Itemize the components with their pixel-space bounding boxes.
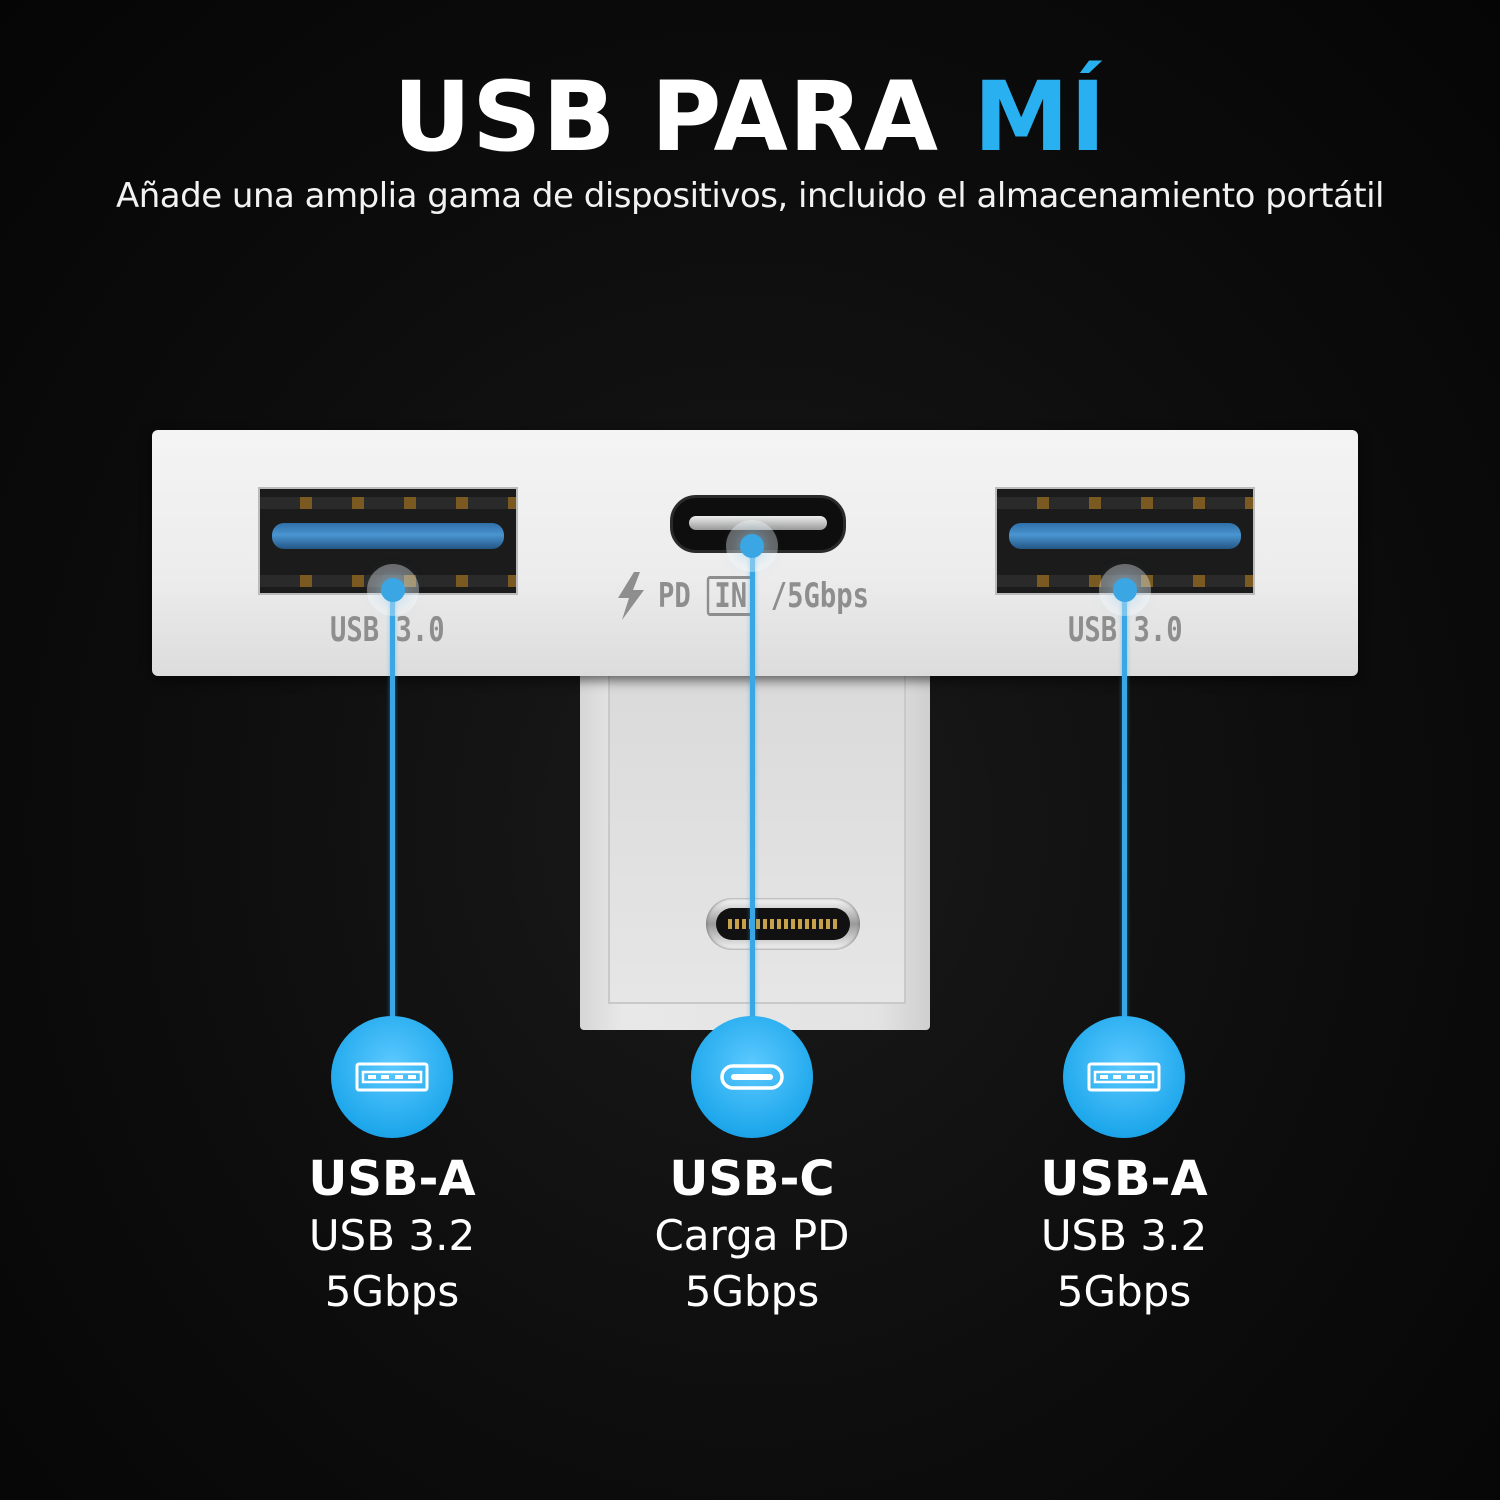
title-accent: MÍ bbox=[973, 61, 1107, 173]
port-spec: USB 3.2 bbox=[308, 1211, 476, 1260]
port-name: USB-A bbox=[1040, 1151, 1208, 1207]
port-name: USB-A bbox=[308, 1151, 476, 1207]
port-speed: 5Gbps bbox=[324, 1267, 460, 1316]
usb-c-plug-core bbox=[716, 908, 850, 940]
port-info-right: USB-A USB 3.2 5Gbps bbox=[974, 1150, 1274, 1320]
print-pd: PD bbox=[658, 576, 691, 616]
usb-a-port-left bbox=[258, 487, 518, 595]
port-speed: 5Gbps bbox=[1056, 1267, 1192, 1316]
port-speed: 5Gbps bbox=[684, 1267, 820, 1316]
port-spec: USB 3.2 bbox=[1040, 1211, 1208, 1260]
callout-dot-center bbox=[740, 534, 764, 558]
callout-dot-left bbox=[381, 578, 405, 602]
port-contacts bbox=[260, 497, 516, 509]
lightning-icon bbox=[618, 572, 644, 620]
hub-clip-inner bbox=[608, 676, 906, 1004]
usb-c-plug bbox=[706, 898, 860, 950]
print-usb30-left: USB 3.0 bbox=[330, 610, 445, 650]
print-speed: /5Gbps bbox=[770, 576, 869, 616]
port-tongue bbox=[689, 516, 827, 530]
port-name: USB-C bbox=[669, 1151, 835, 1207]
port-info-left: USB-A USB 3.2 5Gbps bbox=[242, 1150, 542, 1320]
callout-line-center bbox=[750, 545, 755, 1020]
page-title: USB PARA MÍ bbox=[0, 62, 1500, 172]
usb-a-icon bbox=[331, 1016, 453, 1138]
port-tongue bbox=[272, 523, 504, 549]
port-tongue bbox=[1009, 523, 1241, 549]
usb-c-plug-pins bbox=[728, 919, 838, 929]
port-contacts bbox=[997, 497, 1253, 509]
callout-line-right bbox=[1122, 590, 1127, 1020]
port-info-center: USB-C Carga PD 5Gbps bbox=[602, 1150, 902, 1320]
print-pd-group: PD IN /5Gbps bbox=[658, 576, 869, 616]
hub-clip bbox=[580, 676, 930, 1030]
print-in-box: IN bbox=[707, 576, 755, 616]
callout-line-left bbox=[390, 590, 395, 1020]
usb-c-icon bbox=[691, 1016, 813, 1138]
title-main: USB PARA bbox=[393, 61, 974, 173]
callout-dot-right bbox=[1113, 578, 1137, 602]
port-spec: Carga PD bbox=[654, 1211, 850, 1260]
usb-a-icon bbox=[1063, 1016, 1185, 1138]
page-subtitle: Añade una amplia gama de dispositivos, i… bbox=[115, 176, 1385, 216]
